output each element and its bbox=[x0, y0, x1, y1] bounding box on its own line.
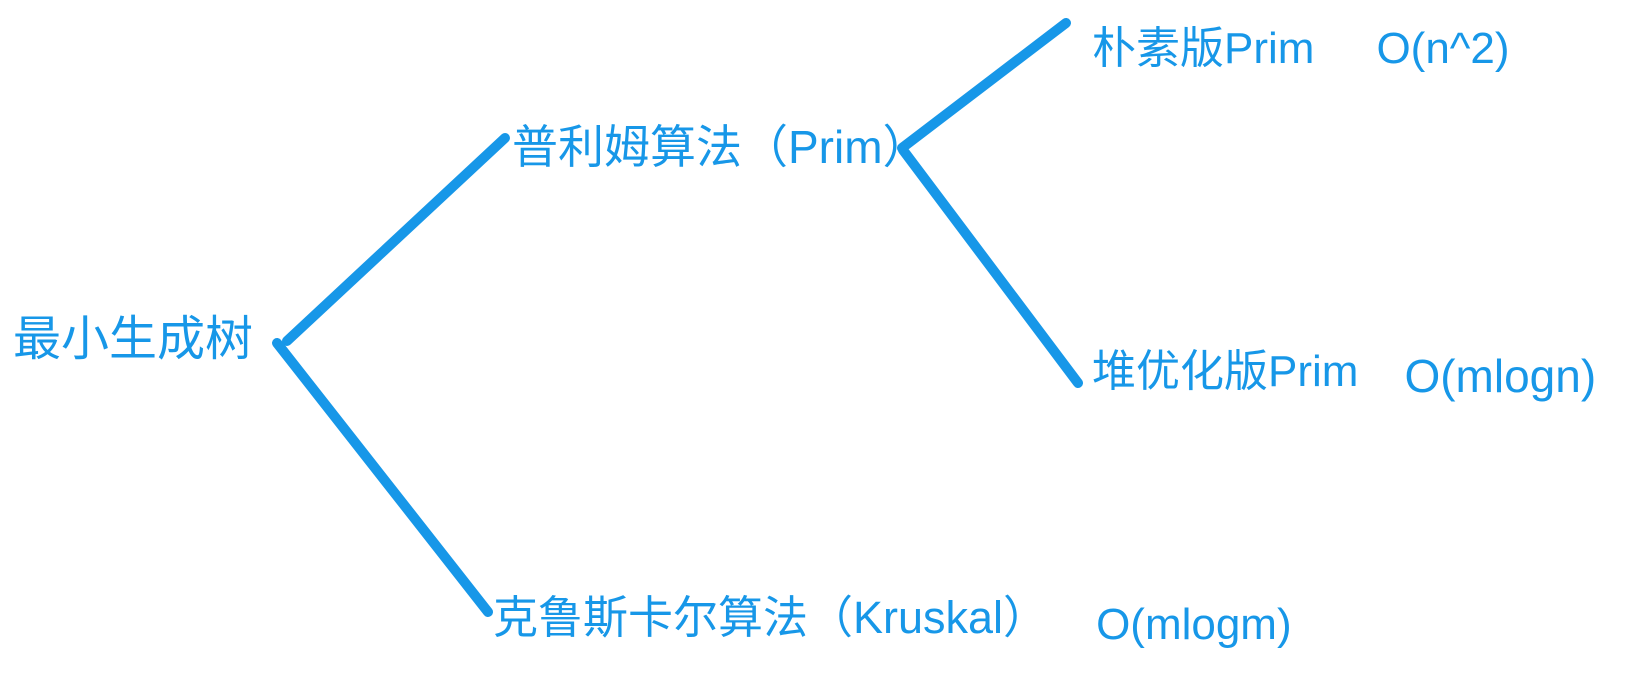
node-heap-prim-label: 堆优化版Prim bbox=[1092, 347, 1359, 396]
edge-prim-naive bbox=[897, 18, 1071, 153]
node-naive-prim-label: 朴素版Prim bbox=[1092, 24, 1315, 73]
node-minimum-spanning-tree: 最小生成树 bbox=[13, 312, 253, 367]
node-kruskal-algorithm: 克鲁斯卡尔算法（Kruskal） O(mlogm) bbox=[493, 592, 1292, 649]
node-root-label: 最小生成树 bbox=[13, 313, 254, 366]
edge-root-kruskal bbox=[272, 338, 493, 617]
node-kruskal-label: 克鲁斯卡尔算法（Kruskal） bbox=[493, 592, 1049, 643]
node-heap-optimized-prim: 堆优化版Prim O(mlogn) bbox=[1092, 344, 1596, 402]
edge-root-prim bbox=[282, 133, 510, 346]
node-naive-prim-complexity: O(n^2) bbox=[1376, 24, 1510, 73]
node-prim-algorithm: 普利姆算法（Prim） bbox=[512, 121, 929, 174]
node-naive-prim: 朴素版Prim O(n^2) bbox=[1092, 24, 1510, 75]
node-heap-prim-complexity: O(mlogn) bbox=[1404, 350, 1597, 402]
node-kruskal-complexity: O(mlogm) bbox=[1096, 600, 1292, 649]
edge-prim-heap bbox=[898, 145, 1083, 388]
node-prim-label: 普利姆算法（Prim） bbox=[512, 121, 929, 173]
